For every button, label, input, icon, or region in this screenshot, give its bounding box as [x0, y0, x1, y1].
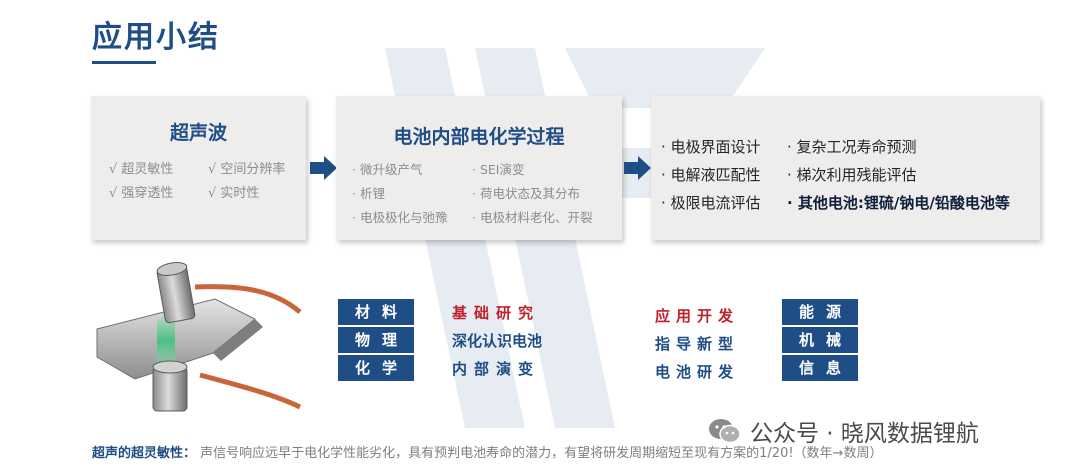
application-item-highlight: · 其他电池:锂硫/钠电/铅酸电池等: [787, 194, 1010, 212]
application-item: · 极限电流评估: [661, 194, 761, 212]
process-item: · 电极极化与弛豫: [352, 210, 448, 225]
phrase-internal-evolution: 内部演变: [452, 360, 541, 378]
label-information: 信息: [782, 355, 858, 381]
feature-item: √ 空间分辨率: [208, 162, 286, 177]
application-item: · 电极界面设计: [661, 138, 761, 156]
feature-item: √ 强穿透性: [109, 186, 174, 201]
application-item: · 复杂工况寿命预测: [787, 138, 917, 156]
label-materials: 材料: [338, 299, 414, 325]
right-arrow-icon: [624, 156, 651, 180]
brand-text: 公众号 · 晓风数据锂航: [750, 421, 979, 447]
footer-note: 超声的超灵敏性： 声信号响应远早于电化学性能劣化，具有预判电池寿命的潜力，有望将…: [92, 442, 882, 461]
label-physics: 物理: [338, 327, 414, 353]
title-underline: [92, 61, 156, 64]
applications-card: · 电极界面设计 · 复杂工况寿命预测 · 电解液匹配性 · 梯次利用残能评估 …: [651, 96, 1040, 240]
brand-watermark: 公众号 · 晓风数据锂航: [708, 414, 979, 448]
label-chemistry: 化学: [338, 355, 414, 381]
footer-text: 声信号响应远早于电化学性能劣化，具有预判电池寿命的潜力，有望将研发周期缩短至现有…: [200, 446, 883, 461]
right-arrow-icon: [310, 156, 337, 180]
wechat-icon: [709, 419, 741, 444]
ultrasound-card: 超声波 √ 超灵敏性 √ 空间分辨率 √ 强穿透性 √ 实时性: [91, 96, 306, 240]
ultrasound-transducer-illustration: [96, 262, 302, 412]
process-item: · SEI演变: [472, 162, 525, 177]
phrase-battery-rd: 电池研发: [655, 363, 740, 381]
label-energy: 能源: [782, 299, 858, 325]
label-mechanical: 机械: [782, 327, 858, 353]
phrase-basic-research: 基础研究: [452, 304, 541, 322]
application-item: · 电解液匹配性: [661, 166, 761, 184]
process-card: 电池内部电化学过程 · 微升级产气 · SEI演变 · 析锂 · 荷电状态及其分…: [336, 96, 622, 240]
phrase-guide-new: 指导新型: [655, 335, 740, 353]
process-item: · 荷电状态及其分布: [472, 186, 580, 201]
application-item: · 梯次利用残能评估: [787, 166, 917, 184]
process-item: · 电极材料老化、开裂: [472, 210, 593, 225]
phrase-deep-understanding: 深化认识电池: [452, 332, 543, 350]
page-title: 应用小结: [92, 20, 220, 55]
process-item: · 微升级产气: [352, 162, 423, 177]
process-item: · 析锂: [352, 186, 385, 201]
footer-label: 超声的超灵敏性：: [92, 446, 197, 461]
feature-item: √ 实时性: [208, 186, 260, 201]
ultrasound-card-title: 超声波: [169, 122, 227, 144]
process-card-title: 电池内部电化学过程: [393, 126, 565, 148]
feature-item: √ 超灵敏性: [109, 162, 174, 177]
phrase-application-development: 应用开发: [655, 307, 740, 325]
